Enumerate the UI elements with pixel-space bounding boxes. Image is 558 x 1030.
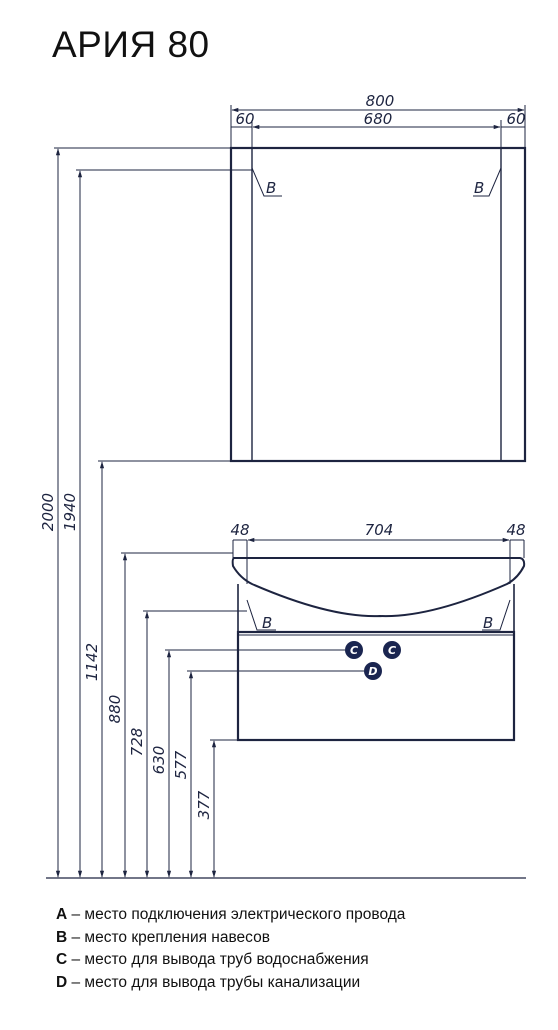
legend-text: – место крепления навесов (67, 928, 270, 946)
dim-cabinet-center: 704 (365, 521, 394, 539)
legend-key: B (56, 928, 68, 946)
sink-top (231, 557, 526, 618)
dim-height-2000: 2000 (39, 493, 57, 531)
cabinet-mark-b-left: B (262, 614, 272, 632)
dim-height-1940: 1940 (61, 493, 79, 531)
cabinet-drawing (231, 537, 526, 742)
legend-item-b: B – место крепления навесов (56, 927, 405, 950)
dim-height-577: 577 (172, 750, 190, 779)
legend-key: D (56, 973, 68, 991)
dim-cabinet-side-left: 48 (230, 521, 249, 539)
legend-key: A (56, 906, 68, 923)
dim-height-1142: 1142 (83, 643, 101, 681)
dim-mirror-width: 800 (366, 92, 395, 110)
dim-height-728: 728 (128, 728, 146, 757)
legend-item-d: D – место для вывода трубы канализации (56, 972, 405, 995)
dim-height-630: 630 (150, 746, 168, 775)
legend: A – место подключения электрического про… (56, 904, 405, 994)
legend-item-a: A – место подключения электрического про… (56, 904, 405, 927)
legend-key: C (56, 951, 68, 968)
dim-mirror-side-right: 60 (506, 110, 525, 128)
mirror-mark-b-right: B (474, 179, 484, 197)
mirror-mark-b-right-leader (473, 167, 502, 197)
svg-text:C: C (388, 644, 396, 657)
svg-text:D: D (368, 665, 377, 678)
mirror-drawing (229, 105, 527, 463)
svg-text:C: C (350, 644, 358, 657)
legend-text: – место подключения электрического прово… (67, 906, 406, 923)
dim-mirror-side-left: 60 (235, 110, 254, 128)
outlet-c-right: C (383, 641, 401, 659)
cabinet-mark-b-right-leader (482, 599, 511, 631)
outlet-d: D (364, 662, 382, 680)
cabinet-drawer (236, 630, 516, 742)
mirror-outline (229, 146, 527, 463)
legend-text: – место для вывода трубы канализации (67, 973, 361, 991)
dim-mirror-center: 680 (364, 110, 393, 128)
cabinet-mark-b-right: B (483, 614, 493, 632)
legend-item-c: C – место для вывода труб водоснабжения (56, 949, 405, 972)
mirror-mark-b-left: B (266, 179, 276, 197)
dim-height-377: 377 (195, 790, 213, 819)
page-title: АРИЯ 80 (52, 24, 210, 65)
height-dimensions (46, 147, 526, 879)
mirror-mark-b-left-leader (251, 167, 282, 197)
dim-cabinet-side-right: 48 (506, 521, 525, 539)
cabinet-mark-b-left-leader (246, 599, 276, 631)
legend-text: – место для вывода труб водоснабжения (67, 951, 369, 968)
dim-height-880: 880 (106, 695, 124, 724)
outlet-c-left: C (345, 641, 363, 659)
